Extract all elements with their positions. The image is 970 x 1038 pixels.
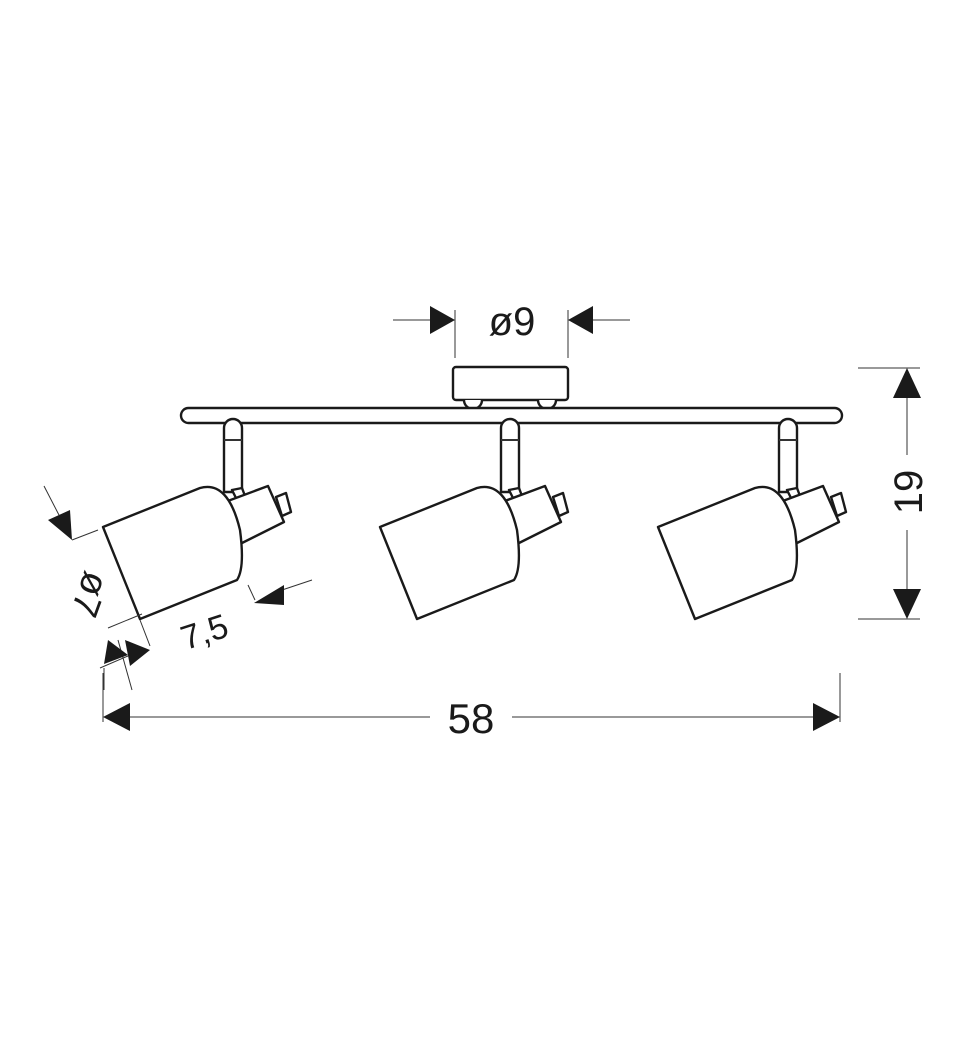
arrow-right-icon [813,703,840,731]
shade-length-label: 7,5 [176,607,233,658]
arrow-icon [104,640,128,664]
ceiling-canopy [451,365,570,411]
arrow-icon [125,640,150,666]
arrow-down-icon [893,589,921,619]
arrow-right-icon [430,306,455,334]
arrow-left-icon [103,703,130,731]
arrow-left-icon [568,306,593,334]
shade-length-dimension: 7,5 [176,579,313,658]
spotlight-right [656,417,848,621]
width-label: 58 [448,695,495,742]
canopy-diameter-dimension: ø9 [393,300,630,358]
canopy-diameter-label: ø9 [489,300,536,344]
arrow-left-icon [254,585,284,605]
height-dimension: 19 [858,367,931,620]
height-label: 19 [887,470,931,515]
spotlight-left [101,417,293,621]
shade-diameter-label: ø7 [62,566,117,622]
arrow-icon [48,510,72,540]
spotlight-middle [378,417,570,621]
width-dimension: 58 [102,673,841,742]
arrow-up-icon [893,368,921,398]
